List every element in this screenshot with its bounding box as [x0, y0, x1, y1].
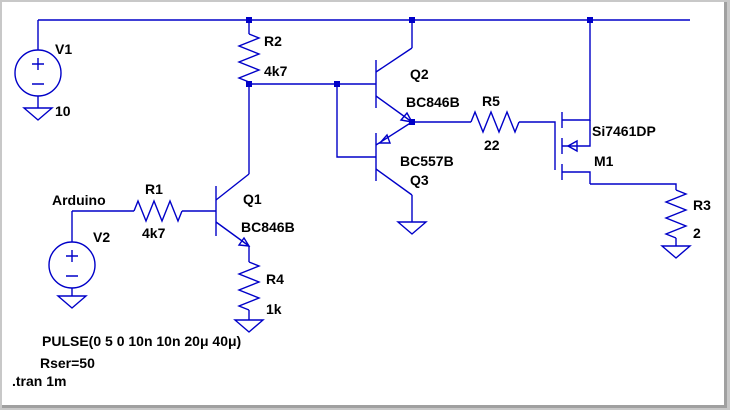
junction-node — [587, 17, 593, 23]
r2-label: R2 — [264, 33, 282, 49]
junction-node — [409, 17, 415, 23]
q1-model: BC846B — [241, 219, 295, 235]
junction-node — [246, 81, 252, 87]
r1-label: R1 — [145, 181, 163, 197]
tran-directive: .tran 1m — [12, 373, 66, 389]
junction-node — [409, 119, 415, 125]
voltage-source-v1[interactable] — [14, 49, 62, 108]
r5-label: R5 — [482, 93, 500, 109]
q3-model: BC557B — [400, 153, 454, 169]
voltage-source-v2[interactable] — [48, 241, 96, 296]
junction-node — [334, 81, 340, 87]
q3-base-wire — [336, 84, 376, 158]
v1-value: 10 — [55, 103, 71, 119]
r3-value: 2 — [693, 225, 701, 241]
rser-directive: Rser=50 — [40, 355, 95, 371]
r3-label: R3 — [693, 197, 711, 213]
q2-label: Q2 — [410, 66, 429, 82]
r5-gate-wire — [519, 121, 556, 170]
resistor-r4[interactable] — [237, 261, 261, 311]
resistor-r3[interactable] — [664, 189, 688, 239]
junction-node — [246, 17, 252, 23]
r5-value: 22 — [484, 137, 500, 153]
ground-symbol-v2 — [56, 295, 88, 309]
transistor-q1[interactable] — [215, 173, 251, 247]
transistor-q2[interactable] — [375, 47, 414, 123]
ground-symbol-r4 — [233, 319, 265, 333]
m1-drain-wire — [590, 183, 677, 190]
resistor-r1[interactable] — [133, 199, 183, 223]
resistor-r5[interactable] — [470, 110, 520, 134]
m1-model: Si7461DP — [592, 123, 656, 139]
ground-symbol-r3 — [660, 245, 692, 259]
v1-label: V1 — [55, 41, 72, 57]
q1-label: Q1 — [243, 191, 262, 207]
pulse-directive: PULSE(0 5 0 10n 10n 20μ 40μ) — [42, 333, 241, 349]
arduino-net-label: Arduino — [52, 192, 106, 208]
r1-value: 4k7 — [142, 225, 166, 241]
resistor-r2[interactable] — [237, 33, 261, 83]
ground-symbol-v1 — [22, 107, 54, 121]
schematic-svg: V1 10 R2 4k7 Q1 BC846B R4 1k R1 4k7 Ardu… — [12, 17, 711, 389]
q3-label: Q3 — [410, 172, 429, 188]
transistor-q3[interactable] — [375, 121, 413, 196]
v2-label: V2 — [93, 229, 110, 245]
mosfet-m1[interactable] — [561, 20, 591, 184]
q2-model: BC846B — [406, 94, 460, 110]
r4-value: 1k — [266, 301, 282, 317]
r4-label: R4 — [266, 271, 284, 287]
ground-symbol-q3 — [396, 221, 428, 235]
m1-label: M1 — [594, 153, 614, 169]
r2-value: 4k7 — [264, 63, 288, 79]
